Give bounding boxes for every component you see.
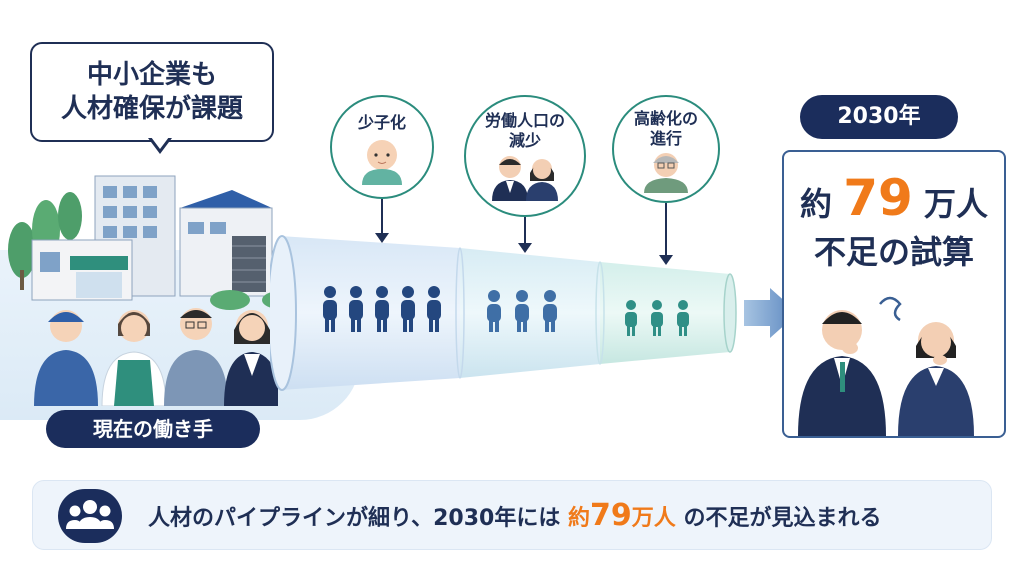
- cause-arrow-head-3: [659, 255, 673, 265]
- cause-label-2b: 減少: [508, 131, 541, 150]
- funnel-output-arrow: [744, 288, 798, 338]
- people-stage-1: [323, 286, 441, 332]
- cause-label-3b: 進行: [649, 129, 682, 148]
- cause-circle-workforce: 労働人口の 減少: [464, 95, 586, 217]
- result-prefix: 約: [800, 185, 833, 223]
- funnel-segment-1: [280, 236, 460, 390]
- cause-arrow-head-2: [518, 243, 532, 253]
- pipeline-funnel: [270, 235, 798, 391]
- confused-icon: [879, 296, 902, 322]
- summary-number: 79: [590, 498, 632, 533]
- result-line-1: 約 79 万人: [784, 172, 1004, 230]
- funnel-mouth: [270, 235, 297, 391]
- summary-unit: 万人: [631, 506, 676, 531]
- cause-circle-birthrate: 少子化: [330, 95, 434, 199]
- people-stage-3: [625, 300, 689, 336]
- cause-arrow-head-1: [375, 233, 389, 243]
- funnel-segment-2: [460, 248, 600, 378]
- confused-workers-illustration: [798, 296, 974, 436]
- result-unit: 万人: [923, 185, 988, 223]
- funnel-segment-3: [600, 262, 730, 364]
- summary-after: の不足が見込まれる: [675, 506, 882, 531]
- summary-text: 人材のパイプラインが細り、2030年には 約79万人 の不足が見込まれる: [148, 498, 881, 533]
- current-workers-label: 現在の働き手: [46, 410, 260, 448]
- year-label: 2030年: [800, 95, 958, 139]
- baby-icon: [362, 140, 402, 185]
- speech-bubble: 中小企業も 人材確保が課題: [30, 42, 274, 142]
- result-number: 79: [843, 169, 913, 227]
- cause-label-1: 少子化: [357, 113, 406, 132]
- cause-label-2a: 労働人口の: [484, 111, 565, 130]
- bubble-line-1: 中小企業も: [86, 60, 217, 90]
- summary-before: 人材のパイプラインが細り、2030年には: [148, 506, 569, 531]
- speech-bubble-tail-inner: [151, 137, 169, 149]
- workers-icon: [492, 156, 558, 201]
- result-box: 約 79 万人 不足の試算: [782, 150, 1006, 438]
- cause-arrow-line-3: [665, 203, 667, 257]
- elderly-icon: [644, 153, 688, 193]
- people-stage-2: [487, 290, 557, 332]
- bubble-line-2: 人材確保が課題: [60, 94, 243, 124]
- group-icon: [58, 489, 122, 543]
- buildings-illustration: [8, 175, 298, 310]
- cause-arrow-line-1: [381, 199, 383, 235]
- cause-arrow-line-2: [524, 217, 526, 245]
- cause-circle-aging: 高齢化の 進行: [612, 95, 720, 203]
- current-workers-illustration: [34, 308, 278, 406]
- result-line-2: 不足の試算: [813, 233, 974, 271]
- summary-bar: [32, 480, 992, 550]
- cause-label-3a: 高齢化の: [633, 109, 698, 128]
- summary-prefix: 約: [568, 506, 591, 531]
